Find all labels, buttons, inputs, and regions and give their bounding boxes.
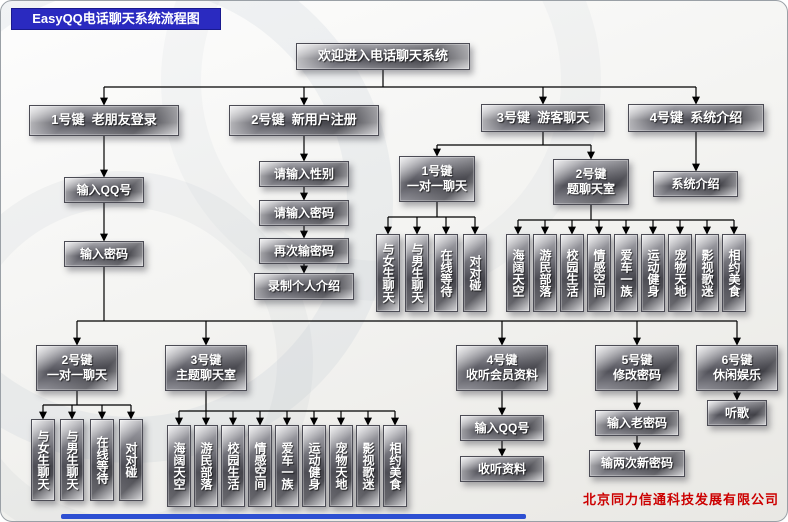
node-guest-theme-room: 相约美食 bbox=[722, 234, 746, 312]
node-member-key2-one-to-one-chat: 2号键 一对一聊天 bbox=[36, 345, 118, 391]
node-listen-song: 听歌 bbox=[707, 400, 767, 426]
node-guest-theme-room: 校园生活 bbox=[560, 234, 584, 312]
node-member-chat-mode: 与女生聊天 bbox=[31, 419, 55, 501]
node-enter-gender: 请输入性别 bbox=[259, 161, 349, 187]
node-profile-enter-qq: 输入QQ号 bbox=[460, 415, 544, 441]
node-enter-new-password-twice: 输两次新密码 bbox=[589, 450, 685, 477]
node-member-theme-room: 影视歌迷 bbox=[356, 425, 380, 507]
node-welcome: 欢迎进入电话聊天系统 bbox=[296, 43, 470, 70]
node-member-chat-mode: 对对碰 bbox=[119, 419, 143, 501]
node-system-introduction: 系统介绍 bbox=[653, 171, 738, 197]
node-guest-theme-room: 影视歌迷 bbox=[695, 234, 719, 312]
node-guest-theme-room: 运动健身 bbox=[641, 234, 665, 312]
node-member-theme-room: 宠物天地 bbox=[329, 425, 353, 507]
node-guest-chat-mode: 对对碰 bbox=[463, 234, 487, 312]
node-enter-qq-number: 输入QQ号 bbox=[64, 177, 144, 203]
page-title: EasyQQ电话聊天系统流程图 bbox=[11, 8, 221, 30]
node-guest-theme-room: 宠物天地 bbox=[668, 234, 692, 312]
node-member-key3-theme-rooms: 3号键 主题聊天室 bbox=[165, 345, 247, 391]
bottom-edge-line bbox=[61, 514, 526, 519]
node-guest-theme-room: 情感空间 bbox=[587, 234, 611, 312]
node-member-theme-room: 运动健身 bbox=[302, 425, 326, 507]
node-member-key6-leisure: 6号键 休闲娱乐 bbox=[696, 345, 778, 391]
company-name: 北京同力信通科技发展有限公司 bbox=[582, 492, 779, 507]
node-guest-chat-mode: 在线等待 bbox=[434, 234, 458, 312]
node-key2-new-user-register: 2号键 新用户注册 bbox=[229, 105, 379, 136]
node-register-enter-password: 请输入密码 bbox=[259, 200, 349, 226]
node-guest-theme-room: 爱车一族 bbox=[614, 234, 638, 312]
node-guest-chat-mode: 与男生聊天 bbox=[405, 234, 429, 312]
node-key3-guest-chat: 3号键 游客聊天 bbox=[481, 104, 605, 132]
node-member-theme-room: 相约美食 bbox=[383, 425, 407, 507]
node-member-theme-room: 游民部落 bbox=[194, 425, 218, 507]
node-record-personal-intro: 录制个人介绍 bbox=[254, 273, 354, 300]
node-guest-theme-room: 海阔天空 bbox=[506, 234, 530, 312]
node-key4-system-intro: 4号键 系统介绍 bbox=[628, 104, 764, 132]
node-enter-old-password: 输入老密码 bbox=[595, 410, 679, 436]
node-reenter-password: 再次输密码 bbox=[259, 238, 349, 264]
node-guest-chat-mode: 与女生聊天 bbox=[376, 234, 400, 312]
node-guest-key1-one-to-one-chat: 1号键 一对一聊天 bbox=[399, 156, 475, 202]
node-member-theme-room: 爱车一族 bbox=[275, 425, 299, 507]
node-member-key4-listen-profile: 4号键 收听会员资料 bbox=[456, 345, 548, 391]
node-member-theme-room: 情感空间 bbox=[248, 425, 272, 507]
node-member-chat-mode: 在线等待 bbox=[90, 419, 114, 501]
node-key1-member-login: 1号键 老朋友登录 bbox=[29, 105, 179, 136]
node-enter-password: 输入密码 bbox=[64, 241, 144, 267]
node-member-key5-change-password: 5号键 修改密码 bbox=[595, 345, 679, 391]
node-guest-theme-room: 游民部落 bbox=[533, 234, 557, 312]
node-guest-key2-theme-rooms: 2号键 题聊天室 bbox=[553, 159, 629, 205]
node-profile-listen: 收听资料 bbox=[460, 456, 544, 482]
node-member-chat-mode: 与男生聊天 bbox=[60, 419, 84, 501]
node-member-theme-room: 海阔天空 bbox=[167, 425, 191, 507]
node-member-theme-room: 校园生活 bbox=[221, 425, 245, 507]
